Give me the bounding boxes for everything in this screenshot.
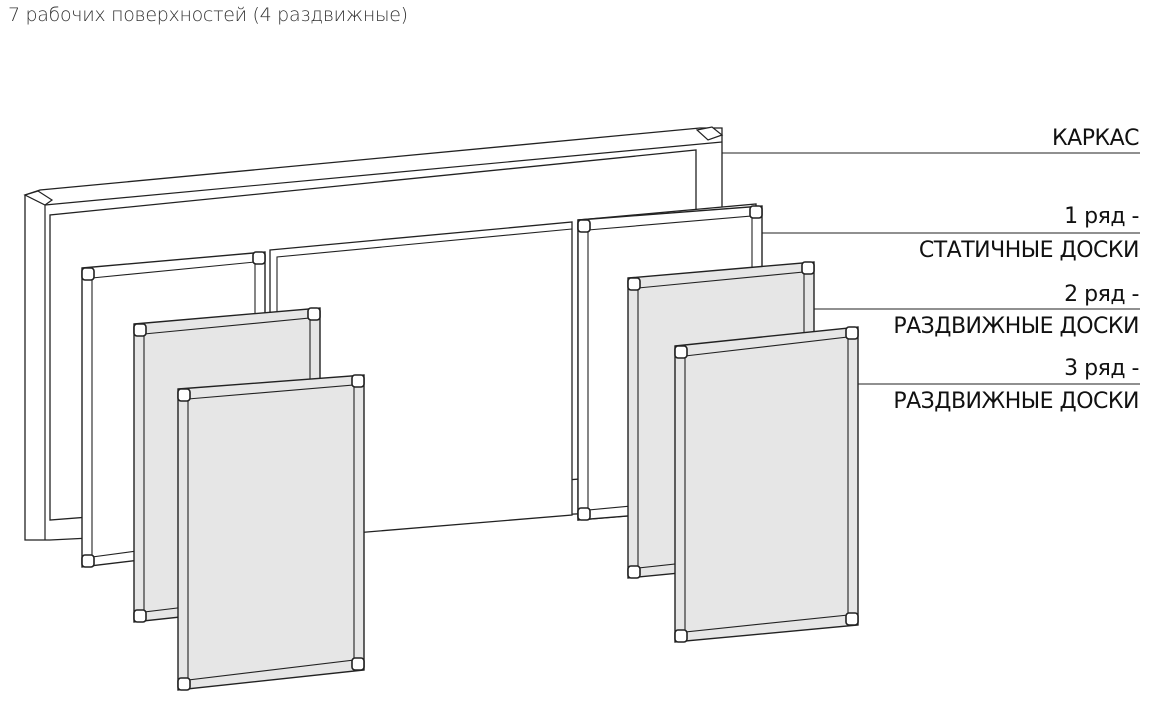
sliding-board-row2-right-corner-bracket	[627, 277, 641, 291]
sliding-board-row2-left-corner-bracket	[133, 609, 147, 623]
label-row3-title: 3 ряд -	[1064, 356, 1139, 381]
sliding-board-row3-right-corner-bracket	[674, 629, 688, 643]
label-row1-desc: СТАТИЧНЫЕ ДОСКИ	[918, 238, 1140, 263]
sliding-board-row3-right-outline	[674, 326, 859, 643]
sliding-board-row3-left-corner-bracket	[351, 374, 365, 388]
label-frame: КАРКАС	[1052, 126, 1139, 151]
label-row2-desc: РАЗДВИЖНЫЕ ДОСКИ	[893, 314, 1139, 339]
sliding-board-row3-right-corner-bracket	[845, 326, 859, 340]
sliding-board-row3-left	[177, 374, 365, 691]
sliding-board-row2-left-corner-bracket	[307, 307, 321, 321]
frame-cap-left	[23, 190, 54, 206]
sliding-board-row3-left-corner-bracket	[351, 657, 365, 671]
sliding-board-row3-left-corner-bracket	[177, 677, 191, 691]
static-board-right-front-corner-bracket	[749, 205, 763, 219]
label-row2-title: 2 ряд -	[1064, 282, 1139, 307]
sliding-board-row2-right-corner-bracket	[627, 565, 641, 579]
sliding-board-row3-right	[674, 326, 859, 643]
frame-cap-right	[695, 126, 724, 141]
static-board-right-front-corner-bracket	[577, 219, 591, 233]
sliding-board-row3-right-corner-bracket	[674, 345, 688, 359]
label-row3-desc: РАЗДВИЖНЫЕ ДОСКИ	[893, 389, 1139, 414]
sliding-board-row3-left-corner-bracket	[177, 388, 191, 402]
static-board-left-corner-bracket	[252, 251, 266, 265]
static-board-right-front-corner-bracket	[577, 507, 591, 521]
sliding-board-row2-left-corner-bracket	[133, 323, 147, 337]
static-board-left-corner-bracket	[81, 554, 95, 568]
sliding-board-row2-right-corner-bracket	[801, 261, 815, 275]
label-row1-title: 1 ряд -	[1064, 204, 1139, 229]
diagram-title: 7 рабочих поверхностей (4 раздвижные)	[8, 4, 408, 26]
sliding-board-row3-right-corner-bracket	[845, 612, 859, 626]
sliding-board-row3-left-outline	[177, 374, 365, 691]
frame-top-edge	[44, 141, 723, 206]
static-board-left-corner-bracket	[81, 267, 95, 281]
